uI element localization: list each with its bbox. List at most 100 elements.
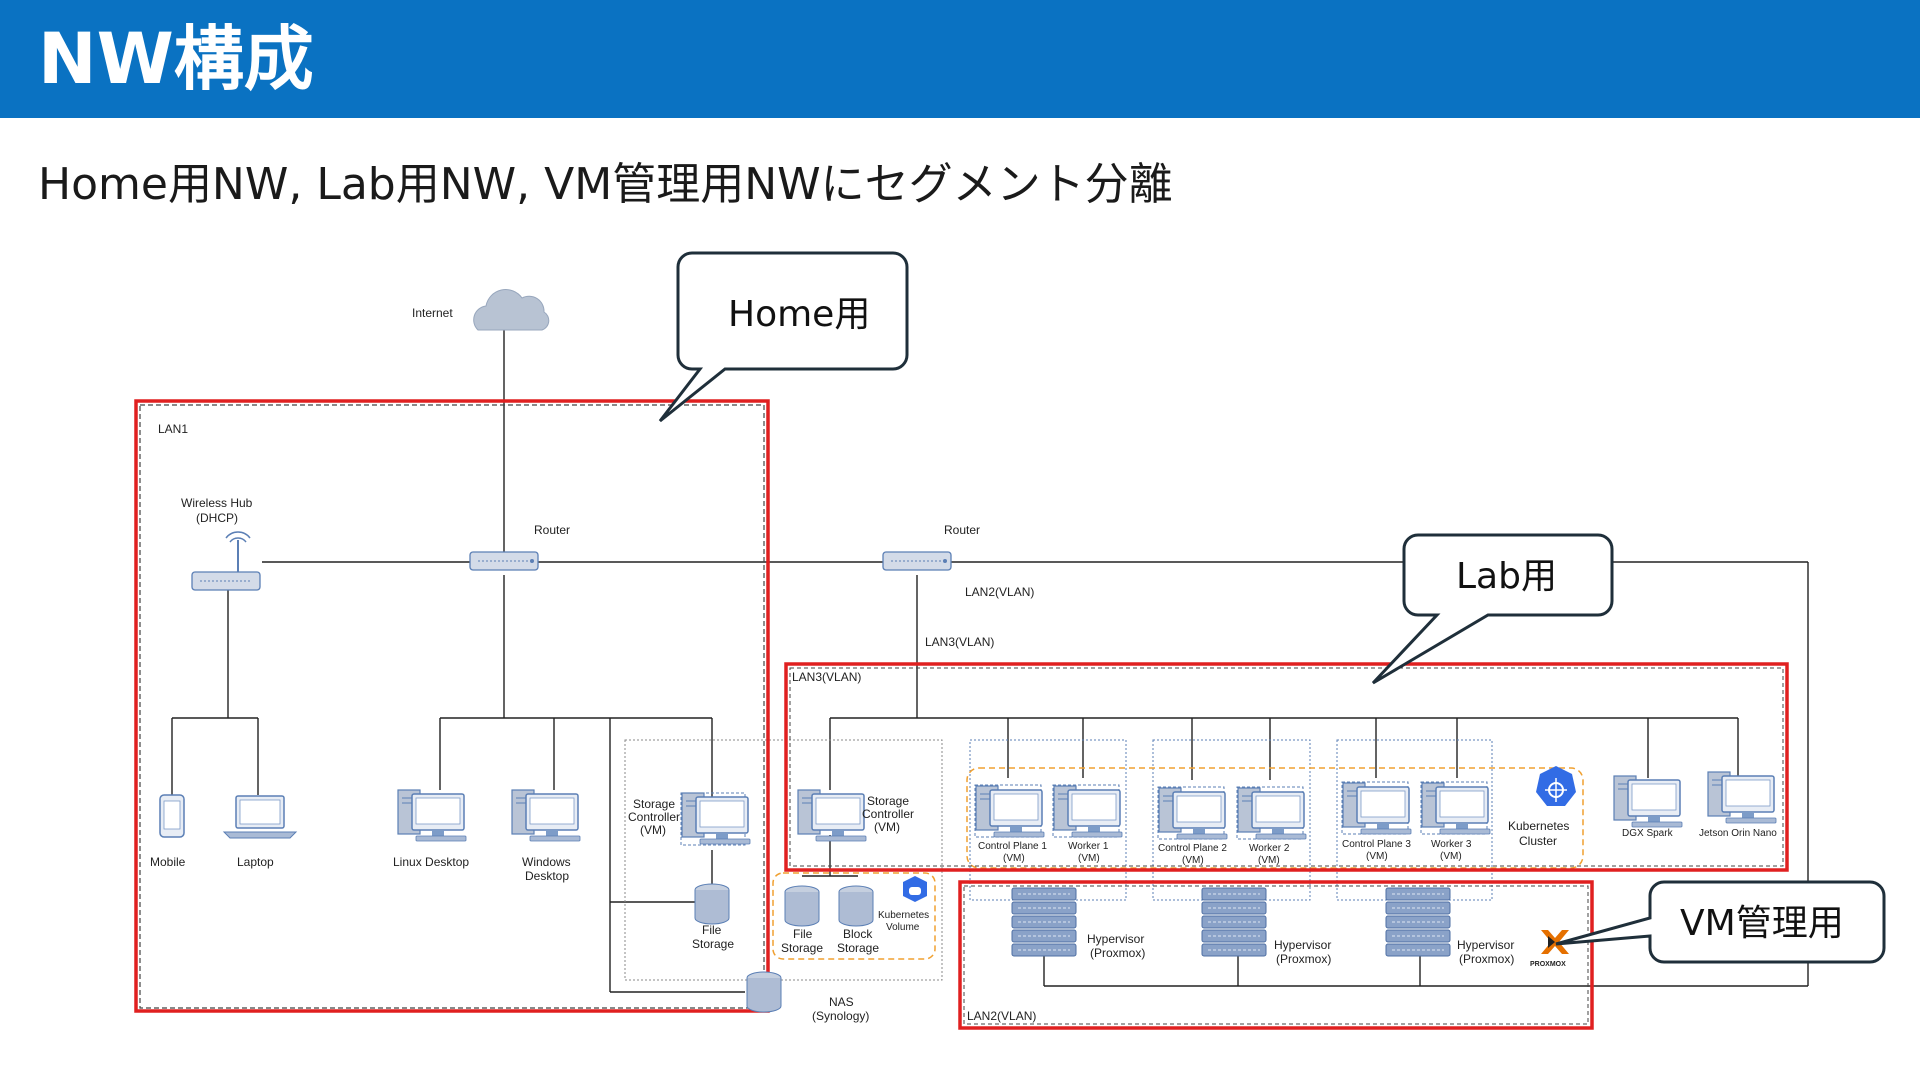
lab-router-icon	[882, 551, 952, 571]
hypervisor-2-label: Hypervisor	[1274, 938, 1331, 952]
windows-desktop-label: Windows	[522, 855, 571, 869]
lan3-boundary	[789, 667, 1784, 867]
lan2-boundary	[963, 885, 1589, 1025]
hypervisor-3-icon	[1385, 887, 1451, 957]
hypervisor-2-icon	[1201, 887, 1267, 957]
control-plane-3-label-2: (VM)	[1366, 851, 1388, 862]
nas-icon	[746, 971, 782, 1013]
vm-mgmt-network-highlight	[958, 880, 1594, 1030]
lab-network-highlight	[784, 662, 1789, 872]
lan2-vlan-top-label: LAN2(VLAN)	[965, 585, 1034, 599]
file-storage-b-label-2: Storage	[781, 941, 823, 955]
worker-1-label: Worker 1	[1068, 841, 1109, 852]
lan3-vlan-box-label: LAN3(VLAN)	[792, 670, 861, 684]
control-plane-1-label-2: (VM)	[1003, 853, 1025, 864]
block-storage-label-2: Storage	[837, 941, 879, 955]
control-plane-1-label: Control Plane 1	[978, 841, 1047, 852]
storage-controller-a-label-3: (VM)	[640, 823, 666, 837]
worker-1-label-2: (VM)	[1078, 853, 1100, 864]
storage-controller-b-label: Storage	[867, 794, 909, 808]
windows-desktop-icon	[511, 789, 581, 842]
storage-controller-b-label-2: Controller	[862, 807, 914, 821]
worker-3-label: Worker 3	[1431, 839, 1472, 850]
kubernetes-volume-boundary	[772, 872, 936, 960]
network-links	[171, 330, 1809, 993]
page-title: NW構成	[38, 18, 314, 100]
nas-label-2: (Synology)	[812, 1009, 869, 1023]
lan3-vlan-top-label: LAN3(VLAN)	[925, 635, 994, 649]
page-subtitle: Home用NW, Lab用NW, VM管理用NWにセグメント分離	[38, 159, 1173, 210]
control-plane-2-label-2: (VM)	[1182, 855, 1204, 866]
wireless-hub-label: Wireless Hub	[181, 496, 253, 510]
file-storage-b-icon	[784, 885, 820, 927]
internet-label: Internet	[412, 306, 453, 320]
mobile-icon	[159, 794, 185, 838]
kubernetes-volume-icon	[903, 876, 927, 902]
home-router-icon	[469, 551, 539, 571]
block-storage-icon	[838, 885, 874, 927]
file-storage-b-label: File	[793, 927, 813, 941]
hypervisor-1-label: Hypervisor	[1087, 932, 1144, 946]
mobile-label: Mobile	[150, 855, 186, 869]
home-network-highlight	[134, 399, 770, 1013]
wireless-hub-dhcp-label: (DHCP)	[196, 511, 238, 525]
linux-desktop-icon	[397, 789, 467, 842]
lan2-vlan-bottom-label: LAN2(VLAN)	[967, 1009, 1036, 1023]
worker-3-icon	[1421, 782, 1491, 835]
control-plane-3-label: Control Plane 3	[1342, 839, 1411, 850]
lab-router-label: Router	[944, 523, 980, 537]
windows-desktop-label-2: Desktop	[525, 869, 569, 883]
kubernetes-cluster-boundary	[966, 767, 1584, 869]
file-storage-a-label: File	[702, 923, 722, 937]
kubernetes-volume-label: Kubernetes	[878, 910, 929, 921]
hypervisor-1-label-2: (Proxmox)	[1090, 946, 1145, 960]
kubernetes-cluster-label: Kubernetes	[1508, 819, 1569, 833]
lan1-boundary	[139, 404, 765, 1009]
lab-callout-text: Lab用	[1456, 556, 1557, 597]
control-plane-1-icon	[975, 785, 1045, 838]
hypervisor-3-label-2: (Proxmox)	[1459, 952, 1514, 966]
nas-label: NAS	[829, 995, 854, 1009]
dgx-spark-icon	[1613, 775, 1683, 828]
storage-group-box	[624, 739, 943, 981]
jetson-orin-nano-icon	[1707, 771, 1777, 824]
lan1-label: LAN1	[158, 422, 188, 436]
laptop-label: Laptop	[237, 855, 274, 869]
linux-desktop-label: Linux Desktop	[393, 855, 469, 869]
cloud-icon	[473, 289, 550, 331]
lab-callout: Lab用	[1371, 533, 1614, 685]
header-bar: NW構成	[0, 0, 1920, 118]
proxmox-logo-icon: PROXMOX	[1530, 930, 1569, 968]
worker-2-icon	[1237, 787, 1307, 840]
wireless-hub-icon	[191, 531, 261, 591]
jetson-orin-nano-label: Jetson Orin Nano	[1699, 828, 1777, 839]
worker-1-icon	[1053, 785, 1123, 838]
file-storage-a-icon	[694, 883, 730, 925]
home-callout-text: Home用	[728, 294, 870, 335]
file-storage-a-label-2: Storage	[692, 937, 734, 951]
storage-controller-a-label: Storage	[633, 797, 675, 811]
hypervisor-3-label: Hypervisor	[1457, 938, 1514, 952]
storage-controller-b-label-3: (VM)	[874, 820, 900, 834]
kubernetes-icon	[1536, 766, 1576, 806]
control-plane-3-icon	[1342, 782, 1412, 835]
kubernetes-cluster-label-2: Cluster	[1519, 834, 1557, 848]
home-callout: Home用	[658, 251, 909, 423]
worker-2-label: Worker 2	[1249, 843, 1290, 854]
worker-2-label-2: (VM)	[1258, 855, 1280, 866]
storage-controller-a-icon	[681, 792, 751, 845]
block-storage-label: Block	[843, 927, 873, 941]
vm-mgmt-callout-text: VM管理用	[1680, 903, 1844, 944]
vm-group-2	[1152, 739, 1311, 901]
storage-controller-b-icon	[797, 789, 867, 842]
vm-mgmt-callout: VM管理用	[1555, 880, 1886, 964]
hypervisor-1-icon	[1011, 887, 1077, 957]
dgx-spark-label: DGX Spark	[1622, 828, 1674, 839]
storage-controller-a-label-2: Controller	[628, 810, 680, 824]
control-plane-2-icon	[1158, 787, 1228, 840]
kubernetes-volume-label-2: Volume	[886, 922, 920, 933]
home-router-label: Router	[534, 523, 570, 537]
hypervisor-2-label-2: (Proxmox)	[1276, 952, 1331, 966]
proxmox-logo-text: PROXMOX	[1530, 961, 1566, 968]
